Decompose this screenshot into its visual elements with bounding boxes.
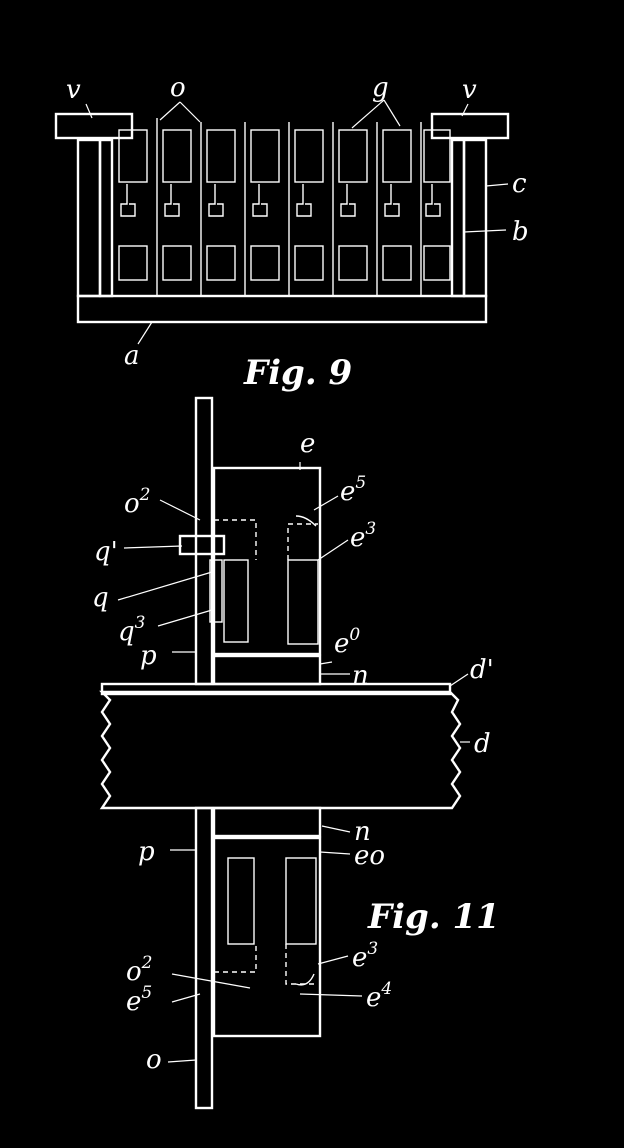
right-outer-wall-c bbox=[462, 138, 488, 298]
figure-11: e e5 o2 e3 q' q q3 e0 p n d' d n p eo Fi… bbox=[92, 396, 500, 1110]
label-o-bottom: o bbox=[146, 1045, 162, 1075]
pin-q1 bbox=[178, 534, 226, 556]
left-inner-wall bbox=[98, 138, 114, 298]
right-inner-wall-b bbox=[450, 138, 466, 298]
ring-n-lower bbox=[212, 806, 322, 838]
cap-v-left bbox=[54, 112, 134, 140]
body-e-lower bbox=[212, 836, 322, 1038]
left-outer-wall bbox=[76, 138, 102, 298]
label-q3: q3 bbox=[118, 613, 145, 647]
label-q: q bbox=[92, 583, 109, 613]
label-n-bottom: n bbox=[354, 817, 371, 847]
label-q1: q' bbox=[94, 537, 118, 567]
figure-9-caption: Fig. 9 bbox=[243, 353, 352, 393]
label-e5-bottom: e5 bbox=[126, 983, 152, 1017]
base-plate-a bbox=[76, 294, 488, 324]
label-g: g bbox=[372, 73, 389, 103]
plate-p-lower bbox=[194, 806, 214, 1110]
cap-v-right bbox=[430, 112, 510, 140]
label-v-right: v bbox=[462, 75, 477, 105]
figure-11-caption: Fig. 11 bbox=[367, 897, 500, 937]
cavity-lower-left bbox=[227, 857, 255, 945]
label-p-top: p bbox=[140, 641, 157, 671]
label-e5-top: e5 bbox=[340, 473, 366, 507]
label-e3-top: e3 bbox=[350, 519, 376, 553]
label-p-bottom: p bbox=[138, 837, 155, 867]
body-e-upper bbox=[212, 466, 322, 656]
tumbler-columns-g bbox=[118, 129, 451, 281]
label-e3-bottom: e3 bbox=[352, 939, 378, 973]
label-a: a bbox=[124, 341, 140, 371]
label-b: b bbox=[512, 217, 529, 247]
cavity-e3-upper bbox=[287, 559, 319, 645]
label-c: c bbox=[512, 169, 527, 199]
ring-n-upper bbox=[212, 654, 322, 686]
label-d: d bbox=[474, 729, 491, 759]
figure-9: v o g v c b a Fig. 9 bbox=[54, 73, 529, 393]
plates-o bbox=[156, 118, 422, 296]
cavity-q bbox=[223, 559, 249, 643]
label-o: o bbox=[170, 73, 186, 103]
label-v-left: v bbox=[66, 75, 81, 105]
label-e: e bbox=[300, 429, 315, 459]
shaft-d bbox=[99, 690, 462, 810]
label-e0-top: e0 bbox=[334, 625, 360, 659]
plate-p-upper bbox=[194, 396, 214, 686]
detail-q3 bbox=[209, 559, 223, 623]
label-o2-bottom: o2 bbox=[126, 953, 152, 987]
cavity-e3-lower bbox=[285, 857, 317, 945]
label-d1: d' bbox=[470, 655, 494, 685]
label-e4: e4 bbox=[366, 979, 392, 1013]
label-n-top: n bbox=[352, 661, 369, 691]
label-o2-top: o2 bbox=[124, 485, 150, 519]
label-e0-bottom: eo bbox=[354, 841, 385, 871]
